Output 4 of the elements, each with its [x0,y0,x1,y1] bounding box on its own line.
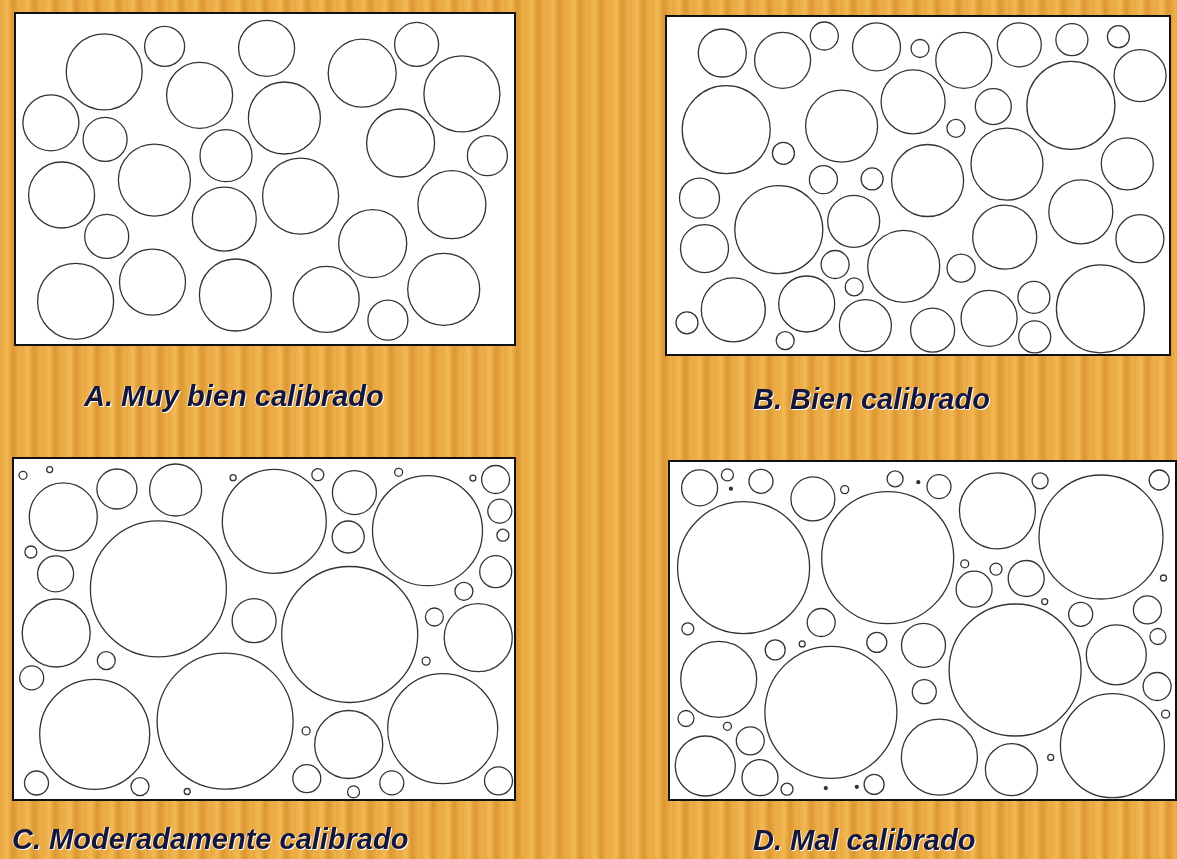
panel-caption: B. Bien calibrado [753,383,990,416]
panel-caption: C. Moderadamente calibrado [12,823,409,856]
panel-caption: A. Muy bien calibrado [84,380,384,413]
panel-caption: D. Mal calibrado [753,824,976,857]
